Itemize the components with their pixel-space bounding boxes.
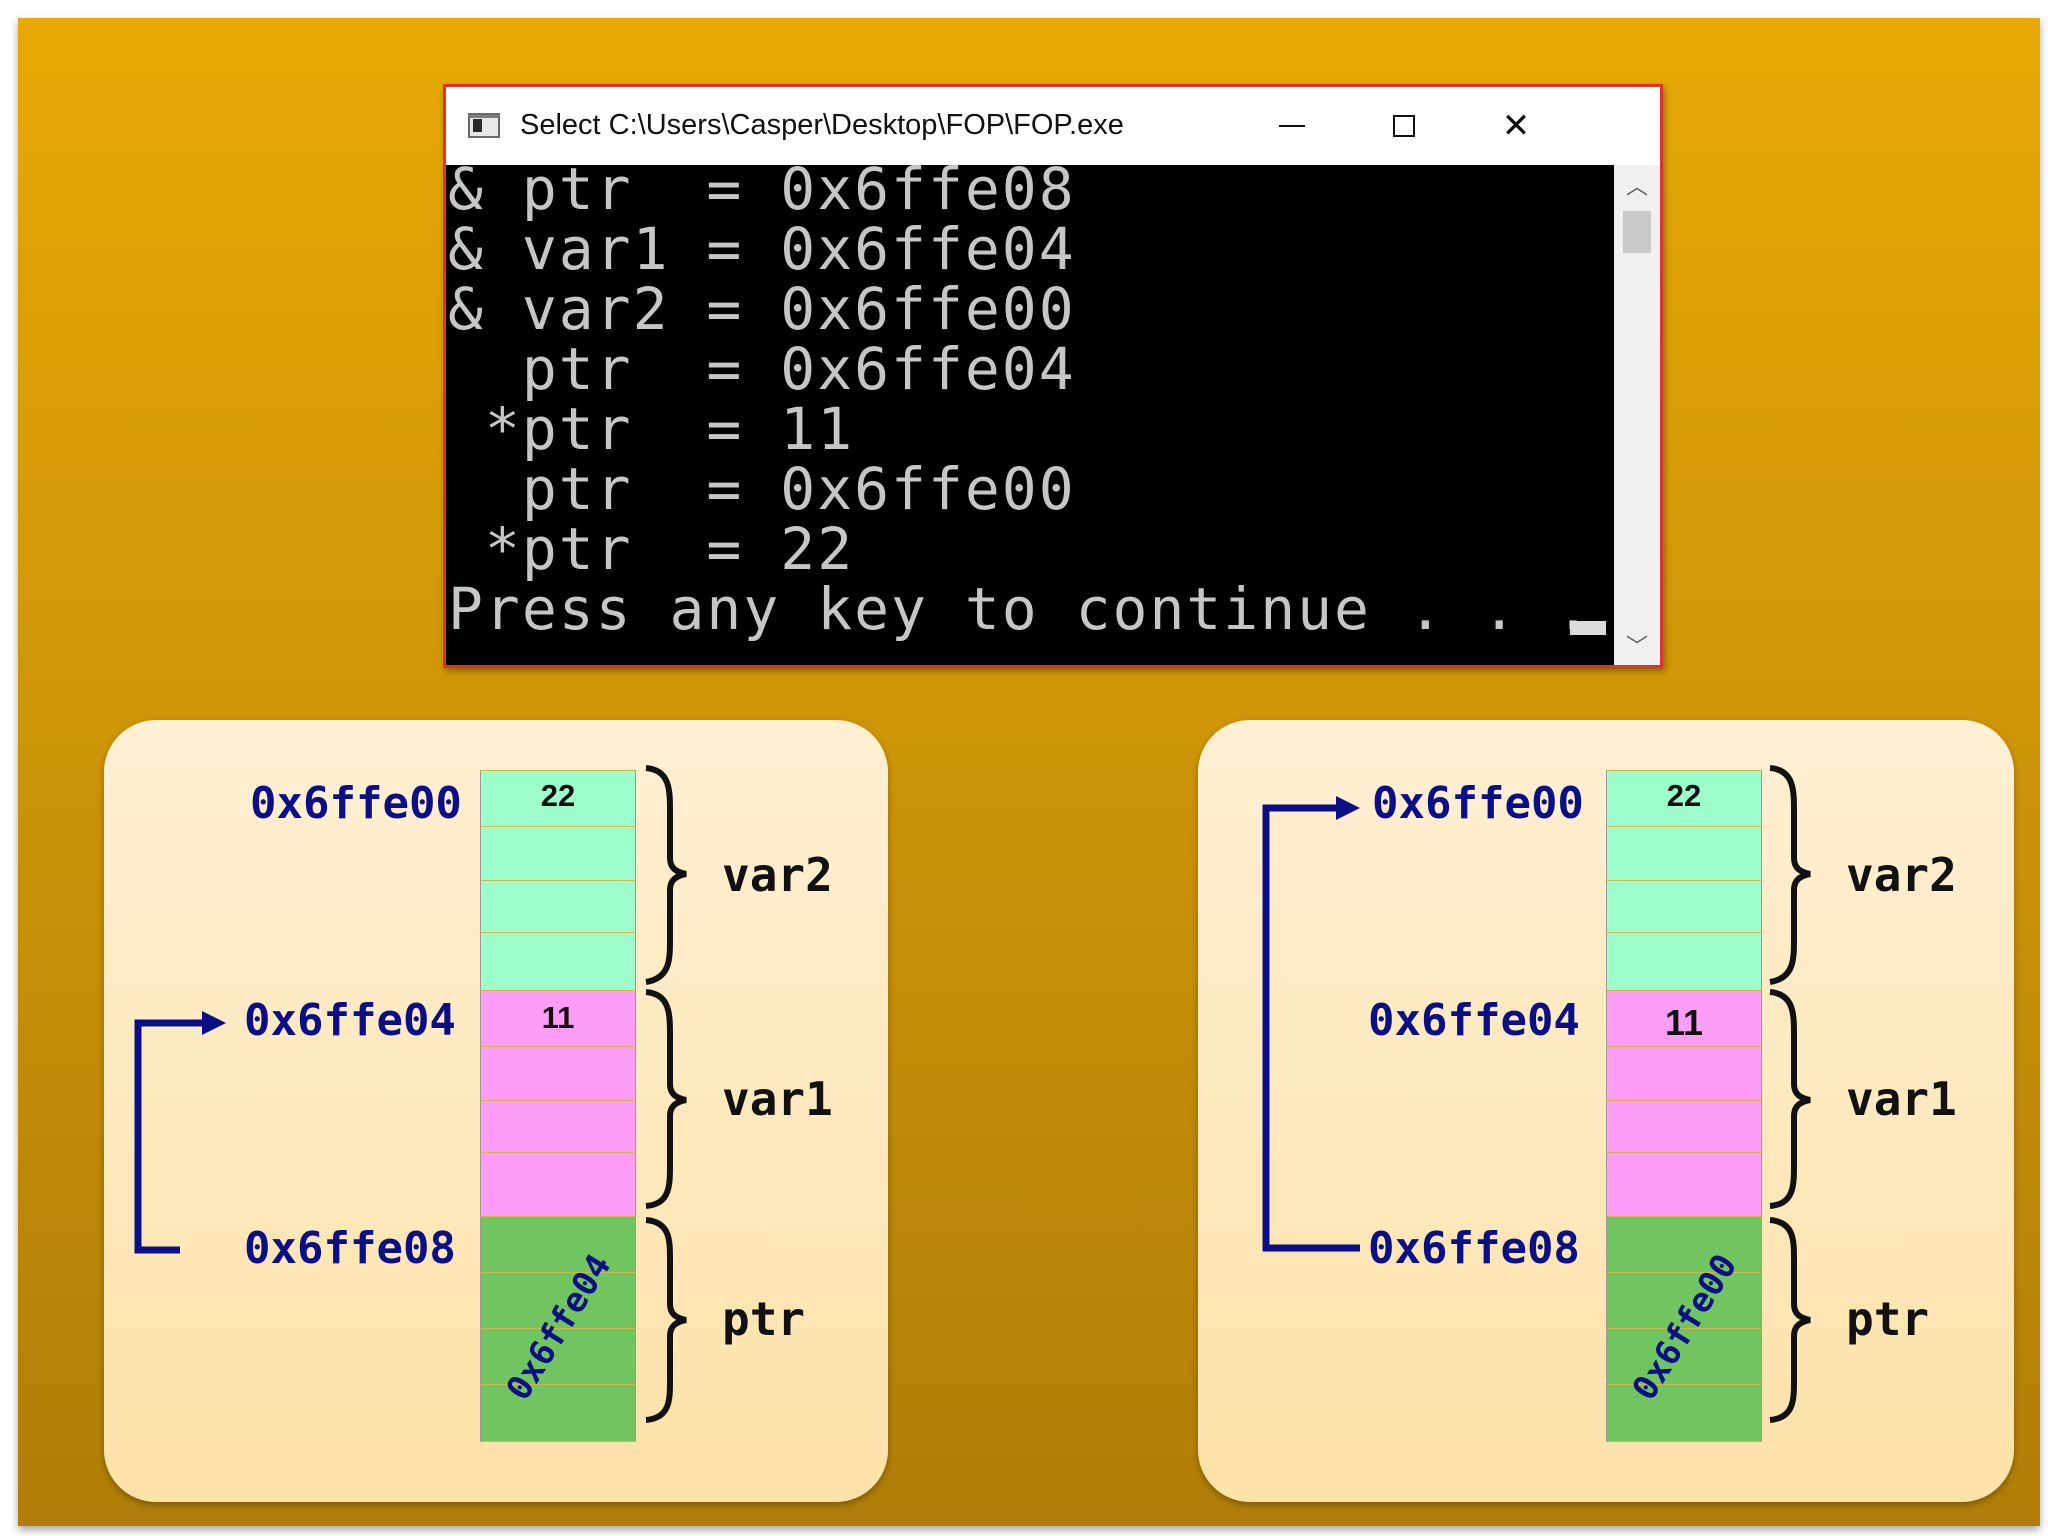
address-ptr: 0x6ffe08 bbox=[244, 1223, 456, 1274]
memory-cell-var1 bbox=[480, 990, 636, 1046]
pointer-arrow-left bbox=[134, 765, 687, 1423]
label-ptr: ptr bbox=[1846, 1292, 1930, 1346]
memory-cell-var1 bbox=[480, 1046, 636, 1100]
console-output: & ptr = 0x6ffe08 & var1 = 0x6ffe04 & var… bbox=[446, 165, 1614, 665]
memory-panel-left: 0x6ffe00 0x6ffe04 0x6ffe08 22 11 0x6ffe0… bbox=[104, 720, 888, 1502]
console-line: & var2 = 0x6ffe00 bbox=[448, 275, 1076, 343]
maximize-icon[interactable] bbox=[1348, 87, 1460, 165]
memory-cell-var2 bbox=[480, 770, 636, 826]
memory-cell-var2 bbox=[480, 880, 636, 932]
label-var2: var2 bbox=[722, 848, 833, 902]
memory-cell-ptr bbox=[1606, 1328, 1762, 1384]
address-ptr: 0x6ffe08 bbox=[1368, 1223, 1580, 1274]
label-var1: var1 bbox=[1846, 1072, 1957, 1126]
slide-background: Select C:\Users\Casper\Desktop\FOP\FOP.e… bbox=[18, 18, 2040, 1526]
close-icon[interactable]: ✕ bbox=[1501, 106, 1531, 146]
pointer-arrow-right bbox=[1262, 765, 1811, 1423]
label-ptr: ptr bbox=[722, 1292, 806, 1346]
console-line: & var1 = 0x6ffe04 bbox=[448, 215, 1076, 283]
address-var1: 0x6ffe04 bbox=[244, 995, 456, 1046]
brace-var2 bbox=[645, 765, 687, 985]
var2-value: 22 bbox=[1666, 778, 1702, 813]
label-var1: var1 bbox=[722, 1072, 833, 1126]
memory-cell-var1 bbox=[480, 1152, 636, 1216]
memory-cell-var1 bbox=[1606, 1046, 1762, 1100]
var1-value: 11 bbox=[541, 1000, 575, 1035]
console-line: ptr = 0x6ffe00 bbox=[448, 455, 1076, 523]
memory-cell-ptr bbox=[480, 1272, 636, 1328]
memory-cell-ptr bbox=[1606, 1384, 1762, 1442]
label-var2: var2 bbox=[1846, 848, 1957, 902]
var1-value: 11 bbox=[1664, 1002, 1704, 1043]
console-line: & ptr = 0x6ffe08 bbox=[448, 165, 1076, 223]
brace-var2 bbox=[1769, 765, 1811, 985]
brace-var1 bbox=[645, 989, 687, 1209]
memory-cell-var2 bbox=[1606, 826, 1762, 880]
console-window: Select C:\Users\Casper\Desktop\FOP\FOP.e… bbox=[443, 84, 1663, 668]
memory-cell-ptr bbox=[1606, 1216, 1762, 1272]
console-line: ptr = 0x6ffe04 bbox=[448, 335, 1076, 403]
console-app-icon bbox=[468, 113, 500, 138]
console-line: *ptr = 11 bbox=[448, 395, 855, 463]
minimize-icon[interactable] bbox=[1236, 87, 1348, 165]
address-var2: 0x6ffe00 bbox=[250, 778, 462, 829]
memory-cell-var1 bbox=[480, 1100, 636, 1152]
memory-cell-var2 bbox=[1606, 880, 1762, 932]
memory-cell-ptr bbox=[480, 1384, 636, 1442]
address-var1: 0x6ffe04 bbox=[1368, 995, 1580, 1046]
memory-cell-var2 bbox=[480, 826, 636, 880]
memory-cell-var2 bbox=[1606, 770, 1762, 826]
memory-cell-ptr bbox=[1606, 1272, 1762, 1328]
brace-var1 bbox=[1769, 989, 1811, 1209]
scroll-thumb[interactable] bbox=[1623, 211, 1651, 253]
var2-value: 22 bbox=[540, 778, 576, 813]
memory-cell-ptr bbox=[480, 1216, 636, 1272]
brace-ptr bbox=[645, 1217, 687, 1423]
console-line: Press any key to continue . . . bbox=[448, 575, 1593, 643]
brace-ptr bbox=[1769, 1217, 1811, 1423]
memory-cell-var2 bbox=[1606, 932, 1762, 990]
console-scrollbar[interactable]: ︿ ﹀ bbox=[1614, 165, 1660, 665]
memory-cell-var1 bbox=[1606, 1100, 1762, 1152]
console-titlebar[interactable]: Select C:\Users\Casper\Desktop\FOP\FOP.e… bbox=[446, 87, 1660, 165]
address-var2: 0x6ffe00 bbox=[1372, 778, 1584, 829]
scroll-down-icon[interactable]: ﹀ bbox=[1625, 635, 1648, 660]
scroll-up-icon[interactable]: ︿ bbox=[1625, 175, 1648, 200]
memory-cell-var1 bbox=[1606, 1152, 1762, 1216]
memory-panel-right: 0x6ffe00 0x6ffe04 0x6ffe08 22 11 0x6ffe0… bbox=[1198, 720, 2014, 1502]
console-line: *ptr = 22 bbox=[448, 515, 855, 583]
memory-cell-ptr bbox=[480, 1328, 636, 1384]
memory-cell-var2 bbox=[480, 932, 636, 990]
memory-cell-var1 bbox=[1606, 990, 1762, 1046]
window-title: Select C:\Users\Casper\Desktop\FOP\FOP.e… bbox=[520, 109, 1124, 141]
text-cursor bbox=[1570, 621, 1606, 635]
